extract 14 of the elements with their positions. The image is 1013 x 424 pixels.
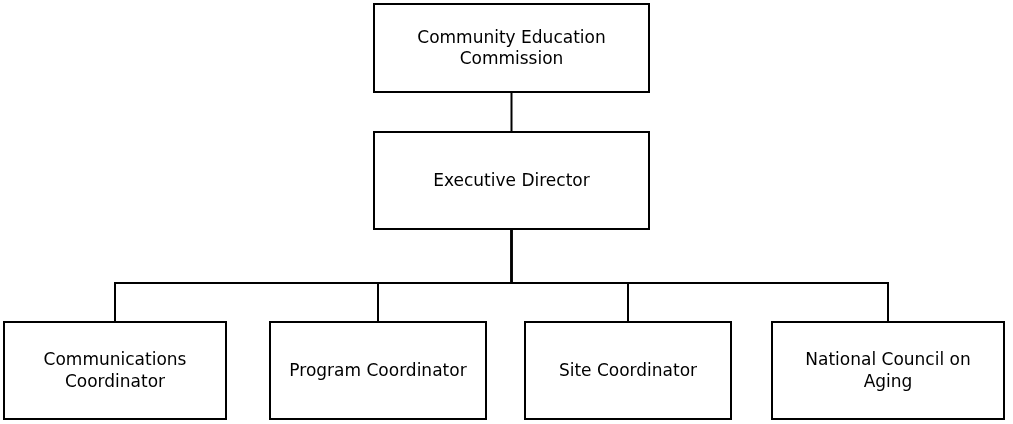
role-box (269, 321, 487, 420)
role-box (373, 3, 650, 93)
connector-line (510, 92, 513, 132)
role-title: Communications Coordinator (42, 349, 188, 392)
role-title: National Council on Aging (804, 349, 972, 392)
role-title: Site Coordinator (558, 359, 698, 382)
role-box (373, 131, 650, 230)
role-title: Program Coordinator (289, 359, 467, 382)
connector-line (510, 229, 889, 322)
role-box (3, 321, 227, 420)
role-box (771, 321, 1005, 420)
role-title: Executive Director (433, 169, 590, 192)
role-title: Community Education Commission (416, 26, 607, 70)
role-box (524, 321, 732, 420)
